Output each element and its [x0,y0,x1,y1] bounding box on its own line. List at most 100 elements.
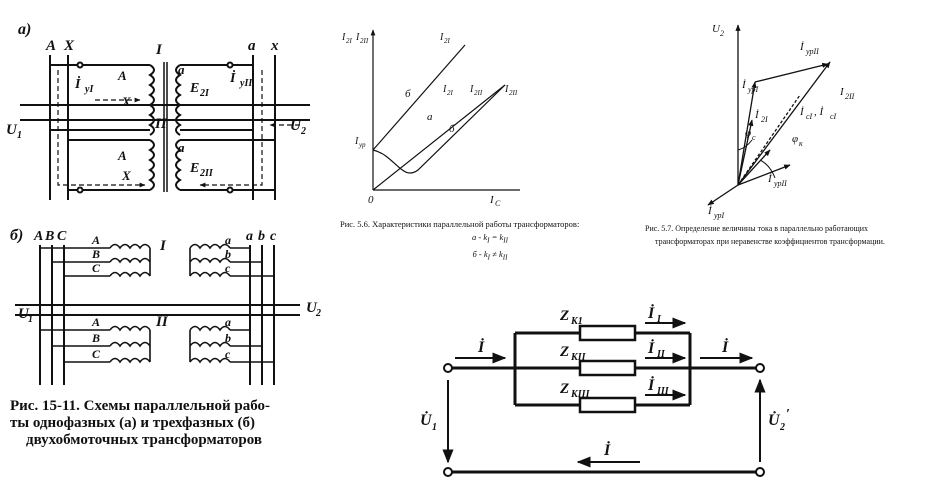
vec-phi-c: φ [745,127,751,139]
b-voltage-U1-sub: 1 [28,314,33,325]
vec-iyp1-low-sub: урI [713,211,724,220]
circuit-i-bottom: İ [603,440,611,459]
graph-5-6: I 2I I 2II 0 I С I ур I 2I I 2I I 2II I … [341,29,520,208]
circuit-i3-sub: III [656,386,670,397]
bus-c-label: c [270,229,277,244]
caption-56-line-b: б - kI ≠ kII [340,248,640,265]
b-voltage-U1: U [18,306,30,322]
circuit-z3: Z [559,381,569,397]
caption-56-b-sub2: II [502,253,508,262]
circuit-u2-prime: ′ [786,407,790,422]
caption-fig-15-11: Рис. 15-11. Схемы параллельной рабо- ты … [10,398,330,449]
circuit-z1-sub: К1 [570,316,583,327]
curve-label-3-sub: 2II [474,89,483,97]
caption-1511-line2: ты однофазных (а) и трехфазных (б) [10,415,255,431]
bus-C-label: C [57,229,67,244]
circuit-i2-sub: II [656,349,666,360]
circuit-u1-sub: 1 [432,422,437,433]
region-label-a: а [427,111,433,123]
circuit-z3-sub: КIII [570,389,591,400]
voltage-U1: U [6,122,18,138]
fig-a-panel-label: а) [18,21,31,38]
caption-1511-line3: двухобмоточных трансформаторов [26,432,262,448]
group-I-mark: I [159,238,167,254]
equivalent-circuit: Z К1 Z КII Z КIII İ I İ II İ III İ İ İ U… [420,303,790,477]
vec-i21-sub: 2I [761,115,768,124]
graph-ylabel2: I [355,32,360,43]
vec-ic-sub2: cI [830,112,837,121]
terminal-a: a [248,38,256,54]
g2-left-B: B [91,331,100,345]
vec-ic-sep: , İ [814,106,825,118]
g1-left-B: B [91,247,100,261]
curve-label-4: I [504,84,509,95]
vec-i21: İ [754,109,760,121]
caption-57-line1: Рис. 5.7. Определение величины тока в па… [645,224,869,233]
caption-56-title: Рис. 5.6. Характеристики параллельной ра… [340,219,580,229]
g1-left-A: A [91,233,100,247]
vec-i2ii-sub: 2II [845,92,855,101]
region-label-b1: б [405,88,411,100]
vec-phi-c-sub: с [752,133,756,142]
vec-u2: U [712,23,721,35]
caption-56-b-sub1: I [487,253,491,262]
graph-ymark-sub: ур [358,141,366,149]
emf-E2I: E [189,81,199,96]
circuit-z2: Z [559,344,569,360]
curve-label-3: I [469,84,474,95]
fig-b-panel-label: б) [10,227,23,244]
winding-a-I: a [178,62,185,77]
emf-E2I-sub: 2I [199,88,210,99]
vec-iyp1-sub: урI [747,85,758,94]
winding-X-II: X [121,168,131,183]
winding-a-II: a [178,140,185,155]
bus-B-label: B [44,229,54,244]
winding-A-II: A [117,148,127,163]
g1-right-b: b [225,247,231,261]
bus-A-label: A [33,229,43,244]
voltage-U2-sub: 2 [300,126,306,137]
g1-right-c: c [225,261,231,275]
vector-diagram-5-7: U 2 İ урII I 2II İ урI İ 2I İ cI , İ cI … [707,23,855,220]
curve-label-2-sub: 2I [447,89,454,97]
vec-ic: İ [799,106,805,118]
caption-56-a-text: а - k [472,232,488,242]
circuit-i-in: İ [477,337,485,356]
circuit-z1: Z [559,308,569,324]
circuit-u2: U̇ [768,411,781,429]
fig-b-three-phase: б) A B C a b c [10,227,321,385]
fig-a-single-phase: а) A X I a x [6,21,310,200]
circuit-i-out: İ [721,337,729,356]
circuit-i1: İ [647,303,655,322]
current-i-label: İ [74,75,81,92]
b-voltage-U2: U [306,300,318,316]
region-label-b2: б [449,123,455,135]
g2-right-b: b [225,331,231,345]
vec-iyp2-low: İ [767,173,773,185]
caption-56-b-text: б - k [472,248,488,259]
g2-left-A: A [91,315,100,329]
circuit-u2-sub: 2 [779,422,785,433]
caption-fig-5-7: Рис. 5.7. Определение величины тока в па… [645,222,930,248]
current-y1-sub: yI [84,84,94,95]
bus-b-label: b [258,229,265,244]
caption-56-line-a: а - kI = kII [340,231,640,248]
emf-E2II: E [189,161,199,176]
caption-56-a-sub2: II [503,236,508,245]
current-i2-label: İ [229,69,236,86]
curve-label-4-sub: 2II [509,89,518,97]
graph-xlabel: I [489,194,495,206]
winding-X-I: X [121,94,131,109]
vec-phi-k: φ [792,133,798,145]
vec-phi-k-sub: к [799,139,803,148]
voltage-U1-sub: 1 [17,130,22,141]
curve-label-1-sub: 2I [444,37,451,45]
caption-1511-line1: Рис. 15-11. Схемы параллельной рабо- [10,398,271,414]
graph-ylabel-sub: 2I [346,37,353,45]
terminal-x: x [270,38,279,54]
winding-A-I: A [117,68,127,83]
vec-iyp2-low-sub: урII [773,179,787,188]
circuit-i3: İ [647,375,655,394]
graph-ylabel: I [341,32,346,43]
